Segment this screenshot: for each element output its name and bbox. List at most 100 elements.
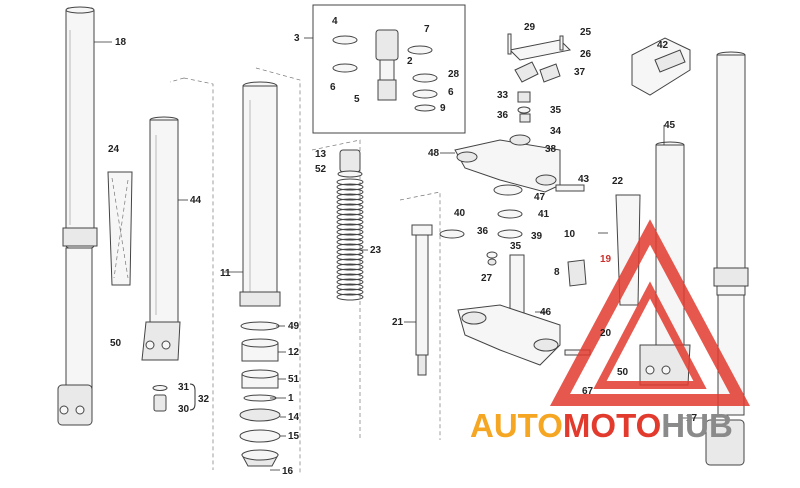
watermark-part-hub: HUB (661, 407, 733, 444)
label-6-left: 6 (330, 82, 336, 93)
watermark-triangle-logo (549, 219, 751, 406)
label-19: 19 (600, 254, 612, 265)
spring-coil (336, 218, 364, 226)
label-36-lower: 36 (477, 226, 489, 237)
label-52: 52 (315, 164, 327, 175)
label-41: 41 (538, 209, 550, 220)
label-9: 9 (440, 103, 446, 114)
label-23: 23 (370, 245, 382, 256)
fork-spring (336, 178, 364, 301)
damping-cartridge (399, 191, 465, 440)
spring-coil (336, 248, 364, 256)
label-67: 67 (582, 386, 594, 397)
label-46: 46 (540, 307, 552, 318)
spring-coil (336, 283, 364, 291)
spring-coil (336, 208, 364, 216)
spring-coil (336, 193, 364, 201)
leader-lines (94, 37, 706, 471)
fork-protector-guard (107, 171, 133, 286)
spring-coil (336, 258, 364, 266)
label-6-right: 6 (448, 87, 454, 98)
label-24: 24 (108, 144, 120, 155)
label-42: 42 (657, 40, 669, 51)
spring-coil (336, 278, 364, 286)
spring-coil (336, 268, 364, 276)
label-12: 12 (288, 347, 300, 358)
fork-cap-assembly-box (312, 4, 466, 134)
reflector-plate (567, 259, 587, 287)
label-34: 34 (550, 126, 562, 137)
spring-coil (336, 293, 364, 301)
spring-coil (336, 238, 364, 246)
spring-coil (336, 183, 364, 191)
label-44: 44 (190, 195, 202, 206)
label-26: 26 (580, 49, 592, 60)
label-21: 21 (392, 317, 404, 328)
label-3: 3 (294, 33, 300, 44)
label-37: 37 (574, 67, 586, 78)
drain-screw-assembly (152, 385, 168, 412)
label-7: 7 (424, 24, 430, 35)
label-35-lower: 35 (510, 241, 522, 252)
label-40: 40 (454, 208, 466, 219)
label-brace-32 (189, 383, 196, 411)
spring-coil (336, 178, 364, 186)
spring-coil (336, 243, 364, 251)
label-35-upper: 35 (550, 105, 562, 116)
svg-text:AUTOMOTOHUB: AUTOMOTOHUB (470, 407, 733, 444)
watermark-part-moto: MOTO (563, 407, 661, 444)
label-31: 31 (178, 382, 190, 393)
label-49: 49 (288, 321, 300, 332)
label-14: 14 (288, 412, 300, 423)
watermark-wordmark: AUTOMOTOHUB (470, 407, 733, 444)
label-30: 30 (178, 404, 190, 415)
spring-coil (336, 273, 364, 281)
label-17: 17 (686, 413, 698, 424)
handlebar-clamp-box (631, 37, 691, 96)
spring-coil (336, 233, 364, 241)
spring-coil (336, 263, 364, 271)
label-39: 39 (531, 231, 543, 242)
fork-outer-tube-left (57, 6, 98, 426)
label-5: 5 (354, 94, 360, 105)
label-50-right: 50 (617, 367, 629, 378)
label-51: 51 (288, 374, 300, 385)
label-1: 1 (288, 393, 294, 404)
label-43: 43 (578, 174, 590, 185)
label-32: 32 (198, 394, 210, 405)
label-29: 29 (524, 22, 536, 33)
label-13: 13 (315, 149, 327, 160)
steering-stem-lower-clamp (457, 254, 591, 366)
label-10: 10 (564, 229, 576, 240)
label-20: 20 (600, 328, 612, 339)
label-4: 4 (332, 16, 338, 27)
label-36-upper: 36 (497, 110, 509, 121)
label-8: 8 (554, 267, 560, 278)
label-28: 28 (448, 69, 460, 80)
spring-coil (336, 213, 364, 221)
fork-inner-tube-left (141, 116, 181, 361)
label-38: 38 (545, 144, 557, 155)
fork-slider-tube (239, 81, 281, 307)
spring-coil (336, 188, 364, 196)
upper-triple-clamp (454, 134, 585, 239)
label-33: 33 (497, 90, 509, 101)
label-11: 11 (220, 268, 231, 279)
label-2: 2 (407, 56, 413, 67)
spring-coil (336, 203, 364, 211)
label-45: 45 (664, 120, 676, 131)
part-number-labels: 18 24 44 50 31 30 32 11 49 12 51 1 14 15… (108, 16, 698, 477)
spring-coil (336, 228, 364, 236)
label-47: 47 (534, 192, 546, 203)
label-15: 15 (288, 431, 300, 442)
spring-coil (336, 223, 364, 231)
label-16: 16 (282, 466, 294, 477)
label-22: 22 (612, 176, 624, 187)
label-25: 25 (580, 27, 592, 38)
spring-coil (336, 198, 364, 206)
label-18: 18 (115, 37, 127, 48)
label-27: 27 (481, 273, 493, 284)
spring-coil (336, 253, 364, 261)
